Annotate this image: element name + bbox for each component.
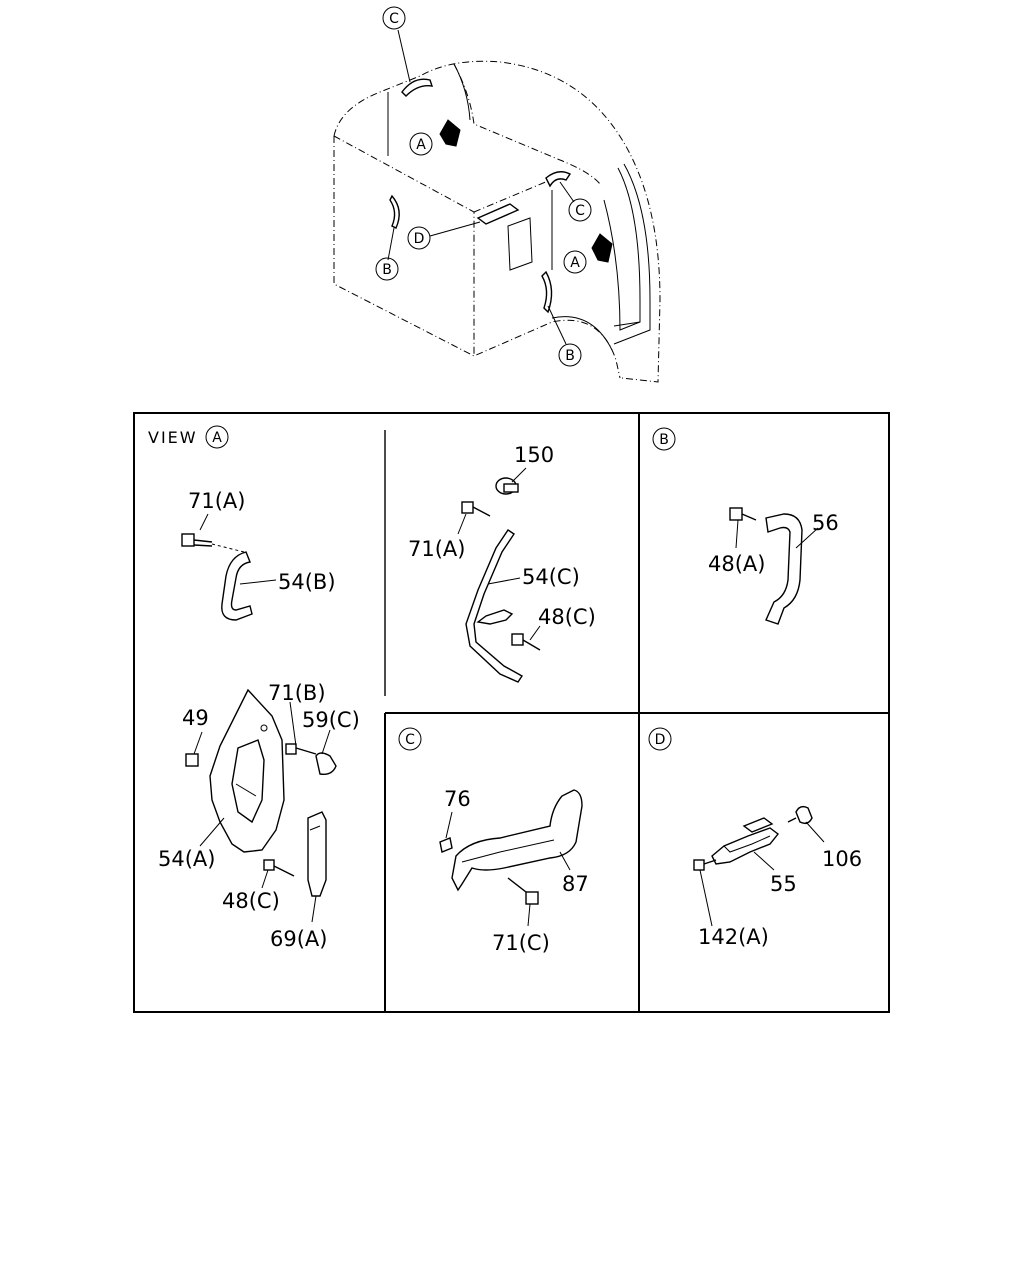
panel-view-d: D 106 55 142(A) [648, 727, 862, 949]
callout-c-right: C [568, 198, 592, 222]
label-150: 150 [514, 443, 554, 467]
label-87: 87 [562, 872, 589, 896]
handle-54c-group [457, 467, 541, 683]
detail-frames [133, 412, 890, 1013]
label-69a: 69(A) [270, 927, 327, 951]
label-59c: 59(C) [302, 708, 360, 732]
view-a-title: VIEW [148, 428, 198, 447]
label-48a: 48(A) [708, 552, 765, 576]
label-49: 49 [182, 706, 209, 730]
handle-56-group [729, 507, 819, 625]
panel-view-b: B 48(A) 56 [652, 427, 839, 625]
label-71b: 71(B) [268, 681, 326, 705]
view-arrow-right [591, 233, 613, 263]
label-142a: 142(A) [698, 925, 769, 949]
label-71a-left: 71(A) [188, 489, 245, 513]
cab-body-outline [333, 136, 621, 379]
view-arrow-top [439, 119, 461, 147]
label-76: 76 [444, 787, 471, 811]
callout-c-top: C [382, 6, 406, 30]
svg-text:A: A [570, 255, 580, 271]
svg-text:A: A [416, 137, 426, 153]
panel-view-c: C 76 87 71(C) [398, 727, 589, 955]
label-54b: 54(B) [278, 570, 336, 594]
label-54c: 54(C) [522, 565, 580, 589]
svg-text:B: B [382, 262, 392, 278]
label-48c-mid: 48(C) [538, 605, 596, 629]
label-55: 55 [770, 872, 797, 896]
svg-text:B: B [565, 348, 575, 364]
handle-54b-group [181, 513, 277, 621]
cab-overview: C A D C B A B [333, 6, 661, 383]
callout-d: D [407, 226, 431, 250]
panel-view-a: VIEW A 71(A) 54(B) [148, 425, 596, 951]
label-56: 56 [812, 511, 839, 535]
label-106: 106 [822, 847, 862, 871]
label-48c-low: 48(C) [222, 889, 280, 913]
label-71a-mid: 71(A) [408, 537, 465, 561]
svg-text:D: D [414, 231, 425, 247]
handle-87-group [439, 789, 583, 927]
svg-text:C: C [389, 11, 399, 27]
view-a-letter: A [212, 430, 222, 446]
callout-a-top: A [409, 132, 433, 156]
view-c-letter: C [405, 732, 415, 748]
handle-55-group [693, 805, 825, 927]
label-71c: 71(C) [492, 931, 550, 955]
label-54a: 54(A) [158, 847, 215, 871]
svg-text:C: C [575, 203, 585, 219]
callout-b-left: B [375, 257, 399, 281]
bracket-54a-group [185, 688, 337, 923]
view-b-letter: B [659, 432, 669, 448]
callout-b-right: B [558, 343, 582, 367]
view-d-letter: D [655, 732, 666, 748]
callout-a-right: A [563, 250, 587, 274]
